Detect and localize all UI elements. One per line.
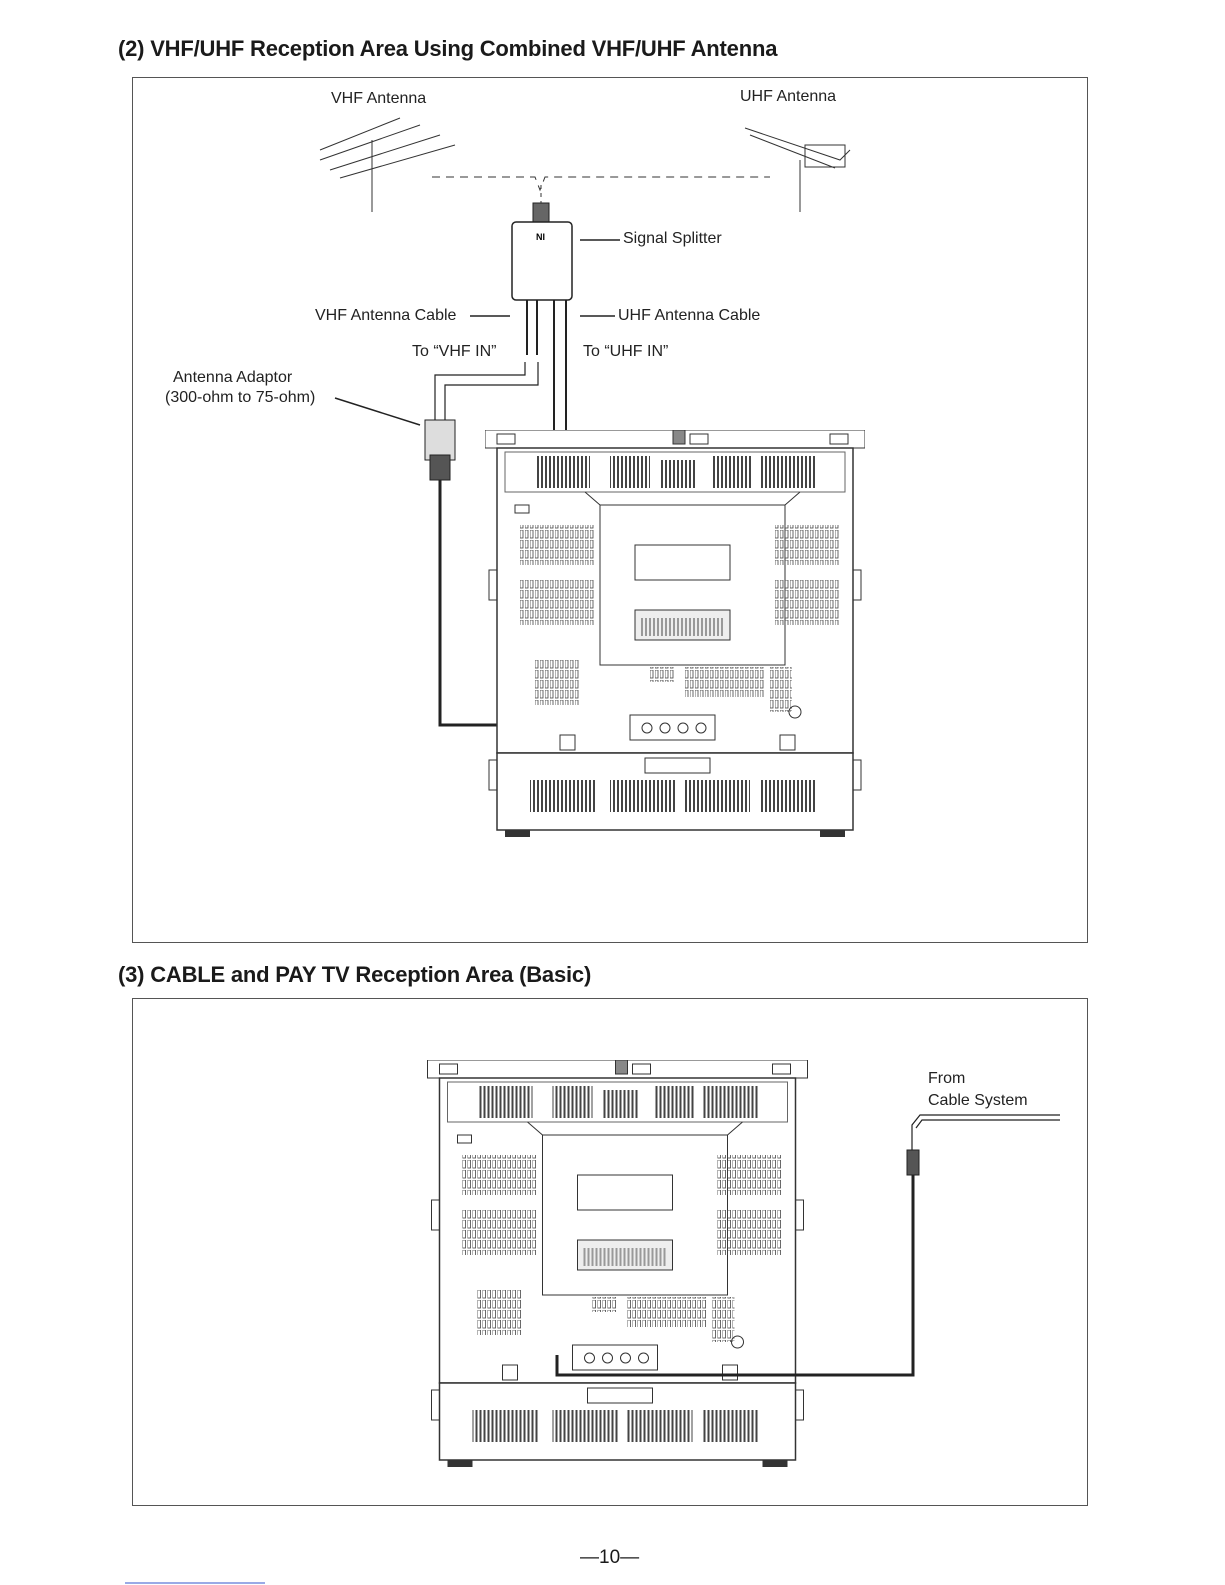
signal-splitter-icon: NI (512, 203, 572, 300)
tv-rear-panel-cable (428, 1060, 808, 1467)
adaptor-arrow (335, 398, 420, 425)
tv-rear-panel (485, 430, 865, 837)
svg-text:NI: NI (536, 232, 545, 242)
antenna-adaptor-icon (425, 420, 455, 480)
vhf-antenna-icon (320, 118, 455, 212)
uhf-antenna-icon (745, 128, 850, 212)
dashed-antenna-link (432, 177, 770, 190)
